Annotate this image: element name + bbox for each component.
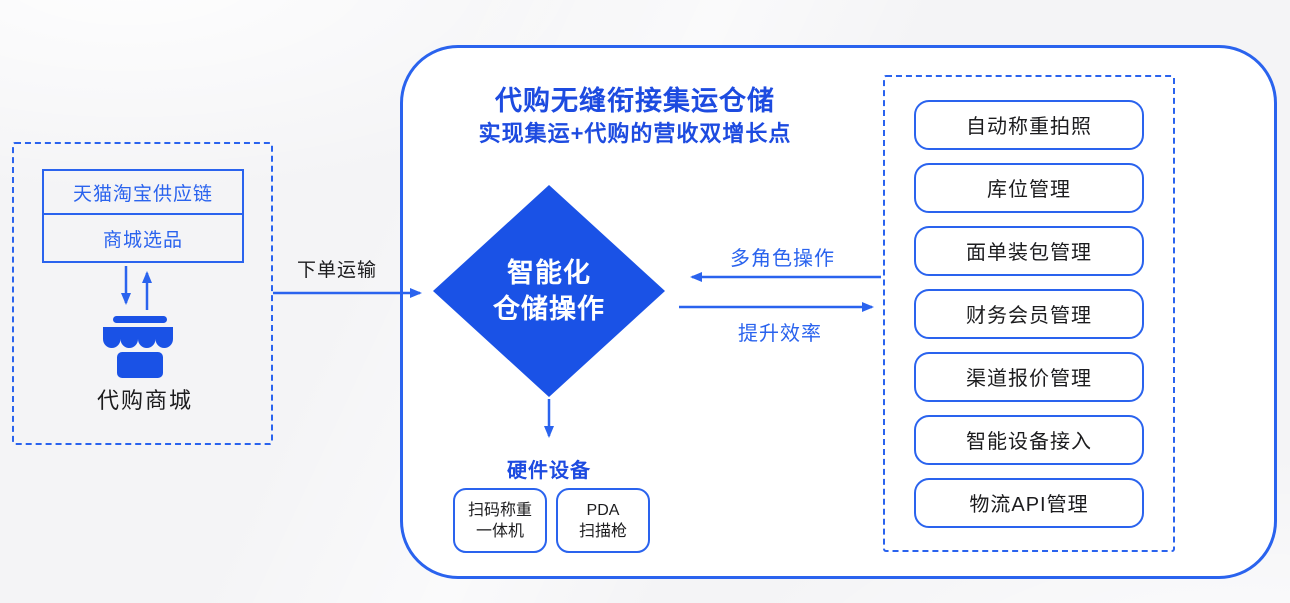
supply-chain-label: 天猫淘宝供应链 xyxy=(72,183,213,205)
device-scale-line2: 一体机 xyxy=(475,522,524,540)
device-box-scale: 扫码称重 一体机 xyxy=(453,488,547,553)
device-pda-line1: PDA xyxy=(586,501,620,519)
modules-group: 自动称重拍照 库位管理 面单装包管理 财务会员管理 渠道报价管理 智能设备接入 … xyxy=(883,75,1175,552)
module-box-channel-quote: 渠道报价管理 xyxy=(914,351,1144,402)
diamond-label-line2: 仓储操作 xyxy=(493,294,605,324)
device-pda-line2: 扫描枪 xyxy=(578,522,627,540)
mall-selection-box: 商城选品 xyxy=(42,213,244,263)
hardware-title: 硬件设备 xyxy=(507,460,591,482)
module-box-smart-device: 智能设备接入 xyxy=(914,414,1144,465)
module-box-logistics-api: 物流API管理 xyxy=(914,477,1144,528)
device-box-pda: PDA 扫描枪 xyxy=(556,488,650,553)
multi-role-label: 多角色操作 xyxy=(730,248,835,270)
diamond-label: 智能化 仓储操作 xyxy=(469,255,629,327)
purchasing-mall-group xyxy=(12,142,273,445)
supply-chain-box: 天猫淘宝供应链 xyxy=(42,169,244,215)
module-box-label-packing: 面单装包管理 xyxy=(914,225,1144,276)
device-scale-line1: 扫码称重 xyxy=(467,501,532,519)
order-transport-label: 下单运输 xyxy=(296,260,377,281)
efficiency-label: 提升效率 xyxy=(738,323,822,345)
panel-subtitle: 实现集运+代购的营收双增长点 xyxy=(478,121,792,146)
mall-selection-label: 商城选品 xyxy=(102,229,183,251)
store-label: 代购商城 xyxy=(96,388,193,413)
module-box-bin-management: 库位管理 xyxy=(914,162,1144,213)
module-box-auto-weigh-photo: 自动称重拍照 xyxy=(914,99,1144,150)
diamond-label-line1: 智能化 xyxy=(507,258,591,288)
panel-title: 代购无缝衔接集运仓储 xyxy=(495,86,775,116)
module-box-finance-member: 财务会员管理 xyxy=(914,288,1144,339)
